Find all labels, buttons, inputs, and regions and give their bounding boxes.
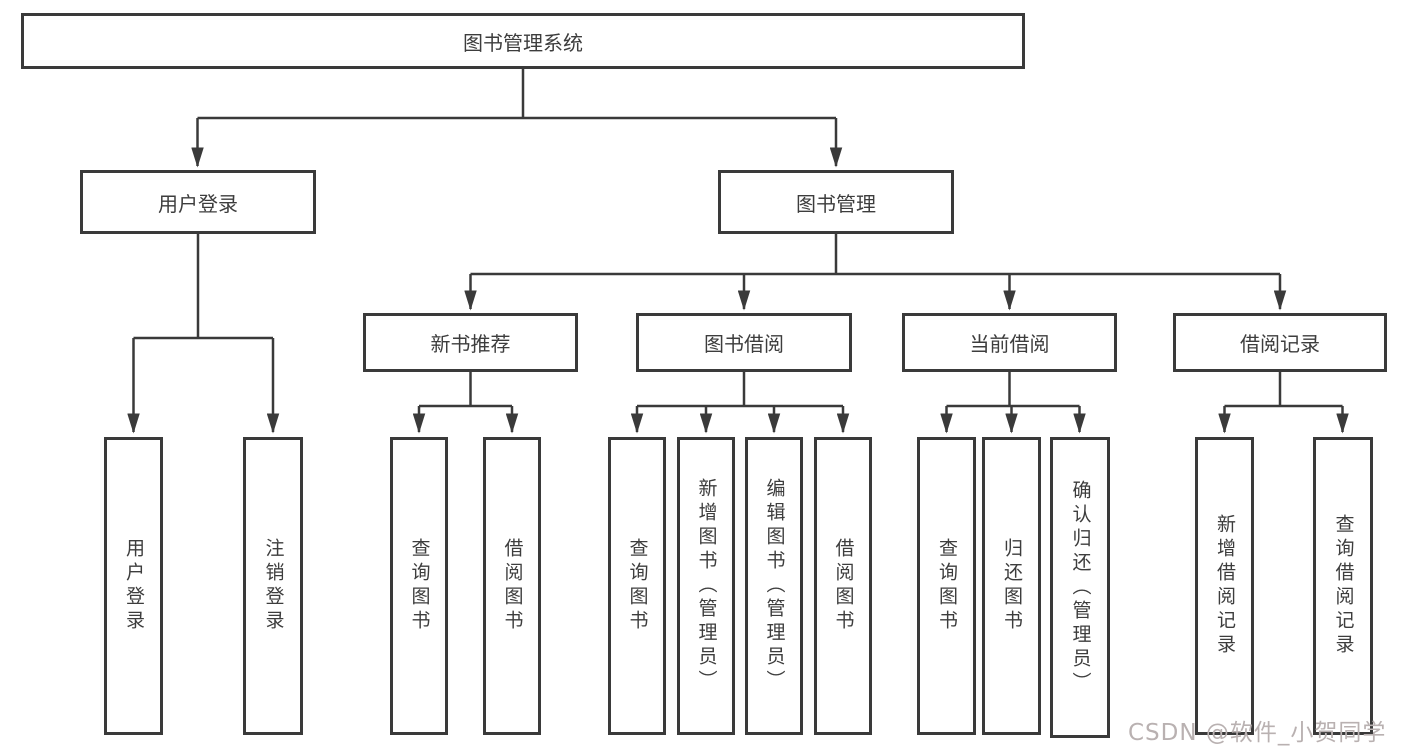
node-label: 图书管理: [796, 191, 876, 216]
leaf-query-books-current: 查询图书: [917, 437, 976, 735]
node-user-login: 用户登录: [80, 170, 316, 234]
node-book-management-system: 图书管理系统: [21, 13, 1025, 69]
leaf-label: 查询借阅记录: [1332, 514, 1355, 658]
leaf-label: 注销登录: [262, 538, 285, 634]
node-new-book-recommend: 新书推荐: [363, 313, 578, 372]
node-book-borrow: 图书借阅: [636, 313, 852, 372]
leaf-confirm-return-admin: 确认归还（管理员）: [1050, 437, 1110, 738]
leaf-add-borrow-record: 新增借阅记录: [1195, 437, 1254, 735]
leaf-label: 查询图书: [408, 538, 431, 634]
node-current-borrow: 当前借阅: [902, 313, 1117, 372]
leaf-label: 查询图书: [626, 538, 649, 634]
leaf-query-books-borrow: 查询图书: [608, 437, 666, 735]
node-borrow-records: 借阅记录: [1173, 313, 1387, 372]
leaf-label: 借阅图书: [501, 538, 524, 634]
leaf-label: 用户登录: [123, 538, 145, 634]
leaf-borrow-books-recommend: 借阅图书: [483, 437, 541, 735]
leaf-label: 归还图书: [1001, 538, 1023, 634]
leaf-query-books-recommend: 查询图书: [390, 437, 448, 735]
leaf-label: 确认归还（管理员）: [1069, 479, 1092, 696]
leaf-user-login: 用户登录: [104, 437, 163, 735]
node-label: 用户登录: [158, 191, 238, 216]
watermark: CSDN @软件_小贺同学: [1128, 720, 1387, 746]
node-label: 图书借阅: [704, 332, 784, 356]
leaf-query-borrow-record: 查询借阅记录: [1313, 437, 1373, 735]
leaf-label: 查询图书: [936, 538, 958, 634]
node-label: 图书管理系统: [463, 30, 583, 55]
leaf-label: 编辑图书（管理员）: [763, 478, 786, 694]
leaf-add-book-admin: 新增图书（管理员）: [677, 437, 735, 735]
leaf-label: 新增图书（管理员）: [695, 478, 718, 694]
leaf-edit-book-admin: 编辑图书（管理员）: [745, 437, 803, 735]
leaf-label: 新增借阅记录: [1214, 514, 1236, 658]
node-book-management: 图书管理: [718, 170, 954, 234]
node-label: 新书推荐: [430, 332, 511, 356]
leaf-borrow-books: 借阅图书: [814, 437, 872, 735]
leaf-logout: 注销登录: [243, 437, 303, 735]
leaf-label: 借阅图书: [832, 538, 855, 634]
node-label: 借阅记录: [1240, 332, 1320, 356]
leaf-return-books: 归还图书: [982, 437, 1041, 735]
node-label: 当前借阅: [969, 332, 1050, 356]
